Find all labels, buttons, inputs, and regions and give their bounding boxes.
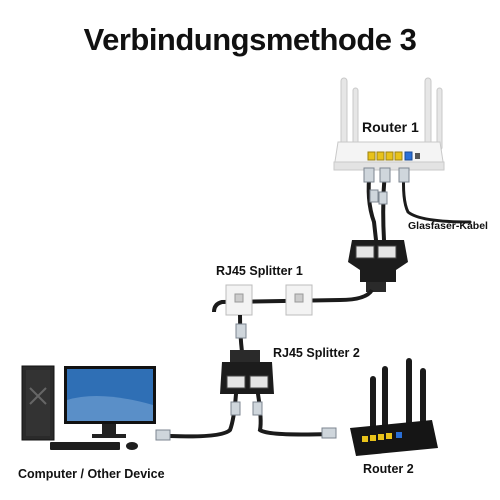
router1-icon	[333, 77, 445, 171]
diagram-title: Verbindungsmethode 3	[83, 22, 417, 57]
computer-label: Computer / Other Device	[18, 467, 165, 481]
computer-icon	[21, 365, 156, 450]
rj45-plug-icon	[235, 323, 247, 339]
rj45-splitter2-icon	[220, 350, 274, 394]
router1-label: Router 1	[362, 119, 419, 135]
splitter2-label: RJ45 Splitter 2	[273, 346, 360, 360]
wall-socket-icons	[225, 284, 313, 316]
rj45-plug-icons	[363, 167, 410, 205]
router2-label: Router 2	[363, 462, 414, 476]
splitter2-cables	[168, 392, 332, 439]
splitter1-label: RJ45 Splitter 1	[216, 264, 303, 278]
rj45-plug-icons	[155, 401, 337, 441]
fiber-cable-label: Glasfaser-Kabel	[408, 220, 488, 232]
rj45-splitter1-icon	[348, 240, 408, 292]
cable	[212, 288, 374, 313]
router2-icon	[350, 358, 438, 456]
